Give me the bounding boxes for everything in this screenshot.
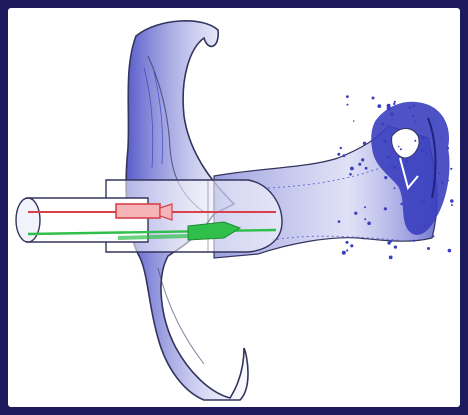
stipple-dot	[387, 156, 390, 159]
stipple-dot	[412, 115, 414, 117]
stipple-dot	[381, 123, 384, 126]
stipple-dot	[441, 182, 444, 185]
stipple-dot	[427, 247, 430, 250]
ear-probe-diagram	[8, 8, 460, 407]
stipple-dot	[338, 220, 341, 223]
stipple-dot	[367, 222, 371, 226]
stipple-dot	[414, 140, 416, 142]
stipple-dot	[394, 246, 397, 249]
stipple-dot	[393, 166, 397, 170]
stipple-dot	[409, 106, 412, 109]
stipple-dot	[451, 204, 453, 206]
stipple-dot	[343, 154, 346, 157]
stipple-dot	[401, 175, 403, 177]
stipple-dot	[340, 147, 342, 149]
stipple-dot	[350, 167, 354, 171]
stipple-dot	[421, 149, 425, 153]
stipple-dot	[423, 225, 426, 228]
stipple-dot	[400, 148, 402, 150]
stipple-dot	[363, 142, 366, 145]
diagram-panel	[8, 8, 460, 407]
stipple-dot	[358, 163, 361, 166]
stipple-dot	[398, 146, 400, 148]
stipple-dot	[384, 140, 387, 143]
stipple-dot	[413, 240, 415, 242]
stipple-dot	[353, 120, 355, 122]
stipple-dot	[448, 249, 452, 253]
stipple-dot	[421, 136, 425, 140]
stipple-dot	[346, 95, 349, 98]
stipple-dot	[426, 152, 428, 154]
stipple-dot	[337, 153, 340, 156]
stipple-dot	[415, 121, 417, 123]
stipple-dot	[346, 241, 349, 244]
stipple-dot	[350, 244, 353, 247]
stipple-dot	[433, 235, 435, 237]
stipple-dot	[361, 158, 364, 161]
stipple-dot	[389, 256, 393, 260]
stipple-dot	[346, 249, 348, 251]
stipple-dot	[389, 167, 391, 169]
stipple-dot	[450, 168, 452, 170]
stipple-dot	[390, 113, 394, 117]
stipple-dot	[365, 167, 368, 170]
stipple-dot	[372, 97, 375, 100]
stipple-dot	[412, 105, 415, 108]
stipple-dot	[439, 172, 441, 174]
stipple-dot	[347, 104, 349, 106]
stipple-dot	[419, 201, 421, 203]
stipple-dot	[401, 203, 404, 206]
stipple-dot	[342, 251, 346, 255]
stipple-dot	[387, 104, 391, 108]
stipple-dot	[384, 207, 387, 210]
stipple-dot	[364, 206, 366, 208]
stipple-dot	[433, 121, 435, 123]
stipple-dot	[384, 176, 387, 179]
stipple-dot	[393, 103, 395, 105]
stipple-dot	[450, 199, 454, 203]
stipple-dot	[354, 212, 357, 215]
stipple-dot	[364, 218, 366, 220]
stipple-dot	[422, 200, 425, 203]
stipple-dot	[394, 101, 396, 103]
stipple-dot	[440, 137, 442, 139]
stipple-dot	[448, 180, 450, 182]
stipple-dot	[406, 160, 409, 163]
stipple-dot	[394, 187, 396, 189]
stipple-dot	[447, 147, 450, 150]
stipple-dot	[387, 241, 390, 244]
stipple-dot	[349, 173, 352, 176]
stipple-dot	[377, 104, 381, 108]
